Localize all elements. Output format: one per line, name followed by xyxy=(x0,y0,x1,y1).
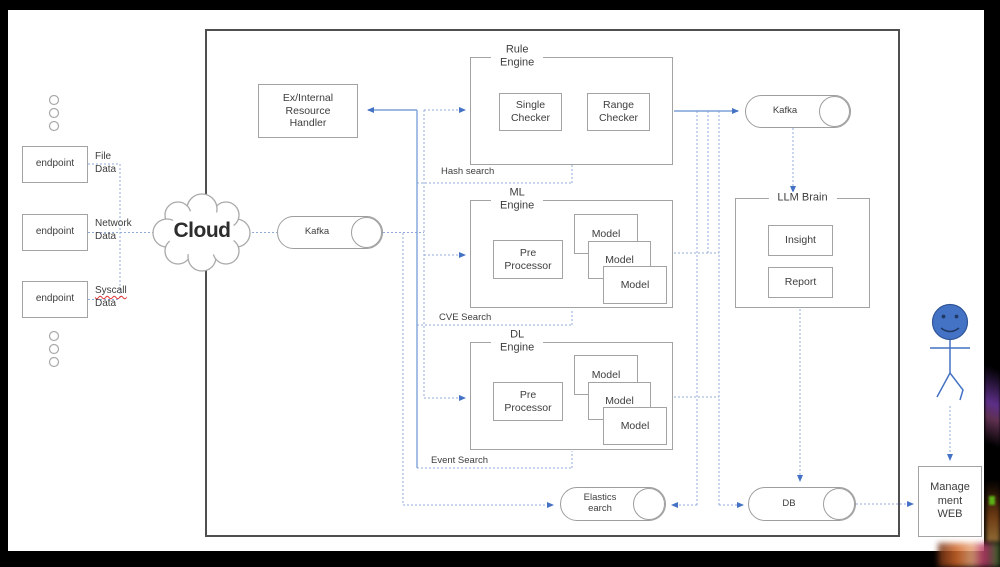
resource-handler-box: Ex/Internal Resource Handler xyxy=(258,84,358,138)
management-web-box: Manage ment WEB xyxy=(918,466,982,537)
db-end-cap xyxy=(823,488,855,520)
file-data-line2: Data xyxy=(95,163,117,175)
llm-brain-box: LLM Brain Insight Report xyxy=(735,191,870,308)
ml-engine-box: ML Engine Pre Processor Model Model Mode… xyxy=(470,186,673,308)
endpoint-box-syscall: endpoint xyxy=(22,281,88,318)
dl-engine-title: DL Engine xyxy=(491,328,544,355)
cloud-label: Cloud xyxy=(173,219,231,242)
rule-engine-title: Rule Engine xyxy=(491,43,544,70)
dl-pre-processor-box: Pre Processor xyxy=(493,382,563,421)
kafka-ingest-label: Kafka xyxy=(304,226,330,238)
kafka-ingest-end-cap xyxy=(351,217,382,248)
elasticsearch-end-cap xyxy=(633,488,665,520)
llm-brain-title: LLM Brain xyxy=(768,191,837,205)
network-data-line2: Data xyxy=(95,230,117,242)
insight-box: Insight xyxy=(768,225,833,256)
elasticsearch-label: Elastics earch xyxy=(583,492,617,514)
background-photo-dot xyxy=(989,496,995,505)
system-boundary-box xyxy=(205,29,900,537)
kafka-ingest-queue: Kafka xyxy=(277,216,383,249)
elasticsearch-store: Elastics earch xyxy=(560,487,666,521)
cve-search-label: CVE Search xyxy=(439,312,492,323)
background-photo-streak xyxy=(985,352,1000,467)
syscall-data-line1: Syscall xyxy=(95,285,127,296)
event-search-label: Event Search xyxy=(431,455,489,466)
syscall-data-line2: Data xyxy=(95,297,117,309)
kafka-output-end-cap xyxy=(819,96,850,127)
file-data-line1: File xyxy=(95,151,112,162)
rule-engine-box: Rule Engine Single Checker Range Checker xyxy=(470,43,673,165)
single-checker-box: Single Checker xyxy=(499,93,562,131)
dl-model-box-3: Model xyxy=(603,407,667,445)
endpoint-box-network: endpoint xyxy=(22,214,88,251)
report-box: Report xyxy=(768,267,833,298)
dl-engine-box: DL Engine Pre Processor Model Model Mode… xyxy=(470,328,673,450)
hash-search-label: Hash search xyxy=(441,166,495,177)
kafka-output-queue: Kafka xyxy=(745,95,851,128)
db-label: DB xyxy=(782,497,796,509)
kafka-output-label: Kafka xyxy=(772,105,798,117)
background-photo-glow xyxy=(986,480,1000,542)
endpoint-box-file: endpoint xyxy=(22,146,88,183)
ml-model-box-3: Model xyxy=(603,266,667,304)
db-store: DB xyxy=(748,487,856,521)
range-checker-box: Range Checker xyxy=(587,93,650,131)
ml-engine-title: ML Engine xyxy=(491,186,544,213)
ml-pre-processor-box: Pre Processor xyxy=(493,240,563,279)
network-data-line1: Network xyxy=(95,218,132,229)
